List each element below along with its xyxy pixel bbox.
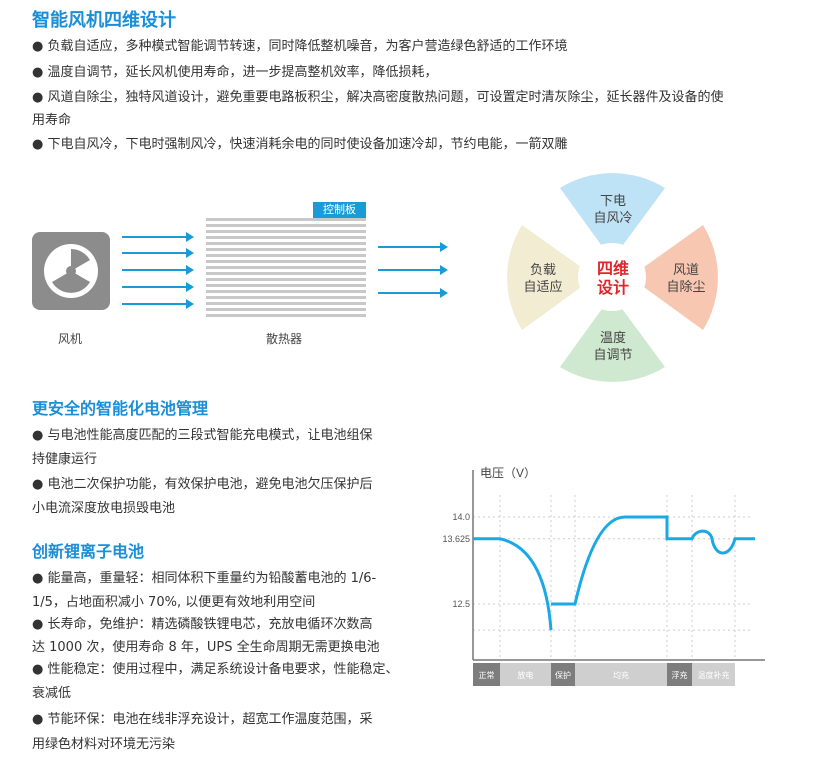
voltage-chart: 电压（V） 14.0 13.625 12.5 正常 放电 保护 均充 浮充温度补充 [442, 466, 765, 686]
petal-right-label: 风道自除尘 [666, 263, 706, 295]
lithium-line: ● 能量高，重量轻：相同体积下重量约为铅酸蓄电池的 1/6- [32, 571, 377, 586]
arrow-icon [122, 232, 194, 242]
petal-left [507, 225, 595, 330]
stage-box [575, 663, 667, 686]
petal-bottom [560, 295, 665, 382]
battery-line: ● 电池二次保护功能，有效保护电池，避免电池欠压保护后 [32, 477, 373, 492]
stage-label: 正常 [479, 671, 495, 680]
four-dimension-diagram [507, 173, 718, 382]
fan-icon [32, 232, 110, 310]
battery-line: ● 与电池性能高度匹配的三段式智能充电模式，让电池组保 [32, 428, 373, 443]
arrow-icon [122, 248, 194, 258]
petal-top-label: 下电自风冷 [593, 194, 633, 226]
petal-right [630, 225, 718, 330]
fan-label: 风机 [58, 332, 83, 346]
stage-box [692, 663, 735, 686]
lithium-section-title: 创新锂离子电池 [32, 542, 145, 561]
stage-label: 浮充 [672, 670, 688, 680]
fan-bullet: ● 风道自除尘，独特风道设计，避免重要电路板积尘，解决高密度散热问题，可设置定时… [32, 90, 724, 105]
stage-label: 均充 [613, 670, 629, 680]
voltage-line [473, 515, 755, 631]
lithium-line: 1/5，占地面积减小 70%, 以便更有效地利用空间 [32, 595, 316, 610]
stage-box [500, 663, 551, 686]
petal-left-label: 负载自适应 [523, 263, 563, 295]
fan-bullet: 用寿命 [32, 113, 72, 128]
y-tick-label: 13.625 [442, 534, 470, 544]
stage-box [473, 663, 500, 686]
lithium-line: 衰减低 [32, 686, 72, 701]
lithium-line: 用绿色材料对环境无污染 [32, 737, 176, 752]
fan-bullet: ● 负载自适应，多种模式智能调节转速，同时降低整机噪音，为客户营造绿色舒适的工作… [32, 39, 568, 54]
y-tick-label: 14.0 [452, 512, 470, 522]
arrow-icon [378, 288, 448, 298]
petal-top [560, 173, 665, 260]
stage-box [551, 663, 575, 686]
arrow-icon [122, 299, 194, 309]
y-axis-label: 电压（V） [480, 466, 536, 480]
y-tick-label: 12.5 [452, 599, 470, 609]
control-board-tag: 控制板 [313, 202, 366, 218]
lithium-line: 达 1000 次，使用寿命 8 年，UPS 全生命周期无需更换电池 [32, 640, 380, 655]
lithium-line: ● 节能环保：电池在线非浮充设计，超宽工作温度范围，采 [32, 712, 373, 727]
stage-label: 放电 [518, 670, 534, 680]
battery-line: 持健康运行 [32, 452, 98, 467]
fan-bullet: ● 温度自调节，延长风机使用寿命，进一步提高整机效率，降低损耗， [32, 65, 438, 80]
arrow-icon [122, 265, 194, 275]
heatsink [206, 218, 366, 320]
battery-section-title: 更安全的智能化电池管理 [32, 399, 209, 418]
heatsink-label: 散热器 [266, 332, 303, 346]
lithium-line: ● 长寿命，免维护：精选磷酸铁锂电芯，充放电循环次数高 [32, 617, 373, 632]
diagram-center-label: 四维设计 [596, 259, 629, 297]
petal-bottom-label: 温度自调节 [593, 331, 633, 363]
fan-section-title: 智能风机四维设计 [32, 10, 176, 31]
fan-bullet: ● 下电自风冷，下电时强制风冷，快速消耗余电的同时使设备加速冷却，节约电能，一箭… [32, 137, 568, 152]
arrow-icon [378, 265, 448, 275]
battery-line: 小电流深度放电损毁电池 [32, 501, 176, 516]
stage-box [667, 663, 692, 686]
stage-label: 保护 [555, 670, 571, 680]
arrow-icon [378, 242, 448, 252]
stage-label: 温度补充 [698, 670, 730, 680]
lithium-line: ● 性能稳定：使用过程中，满足系统设计备电要求，性能稳定、 [32, 662, 399, 677]
arrow-icon [122, 282, 194, 292]
